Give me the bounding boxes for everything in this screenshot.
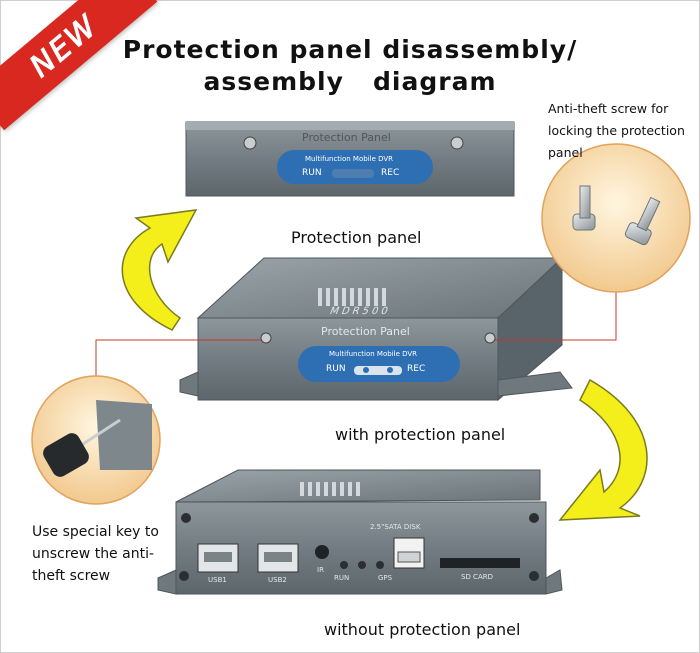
run-label-middle: RUN	[326, 364, 346, 374]
usb2-label: USB2	[268, 576, 287, 584]
ir-sensor	[315, 545, 329, 559]
page-title: Protection panel disassembly/ assembly d…	[100, 34, 600, 98]
key-inset	[31, 375, 161, 505]
key-icon	[43, 433, 89, 477]
dvr-with-panel	[179, 256, 573, 402]
panel-label-top: Protection Panel	[302, 131, 391, 144]
screw-inset	[541, 143, 691, 293]
with-panel-label: with protection panel	[335, 425, 506, 444]
plate-label-top: Multifunction Mobile DVR	[305, 155, 394, 163]
title-line-1: Protection panel disassembly/	[122, 35, 578, 64]
sd-card-slot	[440, 558, 520, 568]
arrow-up-left	[121, 209, 198, 331]
gps-label: GPS	[378, 574, 393, 582]
screw-note: Anti-theft screw for locking the protect…	[548, 101, 685, 160]
disk-label: 2.5"SATA DISK	[370, 523, 421, 531]
panel-label-middle: Protection Panel	[321, 325, 410, 338]
leader-line-key	[95, 339, 261, 378]
rec-label-middle: REC	[407, 364, 426, 374]
arrow-down-right	[558, 378, 648, 521]
dvr-without-panel	[157, 469, 563, 595]
without-panel-label: without protection panel	[324, 620, 521, 639]
title-line-2: assembly diagram	[203, 67, 497, 96]
protection-panel-label: Protection panel	[291, 228, 422, 247]
screw-icon	[624, 196, 661, 246]
key-shaft	[79, 418, 121, 448]
rec-label-top: REC	[381, 168, 400, 178]
panel-plate-top	[277, 150, 433, 184]
sdcard-label: SD CARD	[461, 573, 493, 581]
ir-label: IR	[317, 566, 324, 574]
leader-line-screw	[495, 292, 617, 341]
brand-label: MDR500	[327, 306, 393, 317]
plate-label-middle: Multifunction Mobile DVR	[329, 350, 418, 358]
key-note: Use special key to unscrew the anti-thef…	[32, 524, 159, 584]
protection-panel-top	[185, 121, 515, 197]
screw-icon	[572, 185, 596, 231]
usb1-label: USB1	[208, 576, 227, 584]
status-run-label: RUN	[334, 574, 350, 582]
run-label-top: RUN	[302, 168, 322, 178]
